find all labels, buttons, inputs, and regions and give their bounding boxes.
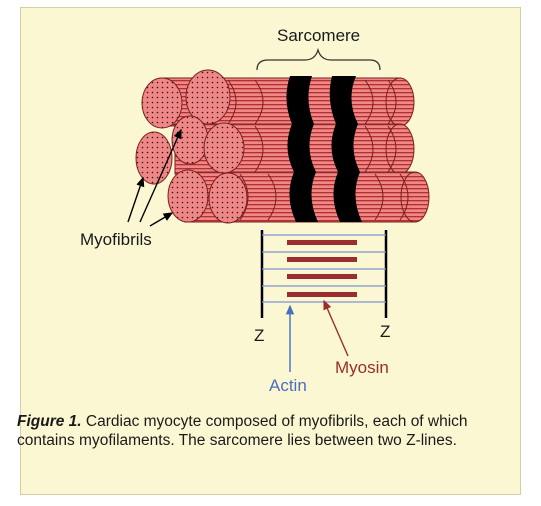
sarcomere-bracket [257,50,380,70]
sarcomere-label: Sarcomere [277,26,360,46]
sarcomere-detail [262,230,386,372]
z-right-label: Z [380,322,390,342]
caption-text: Cardiac myocyte composed of myofibrils, … [17,413,468,449]
myofibrils-label: Myofibrils [80,230,152,250]
z-left-label: Z [254,326,264,346]
myofibril-bundle [136,70,429,223]
myosin-arrow [324,301,348,356]
figure-label: Figure 1. [17,413,82,430]
figure-caption: Figure 1. Cardiac myocyte composed of my… [17,412,497,450]
actin-filaments [262,235,386,302]
myosin-label: Myosin [335,358,389,378]
actin-label: Actin [269,376,307,396]
